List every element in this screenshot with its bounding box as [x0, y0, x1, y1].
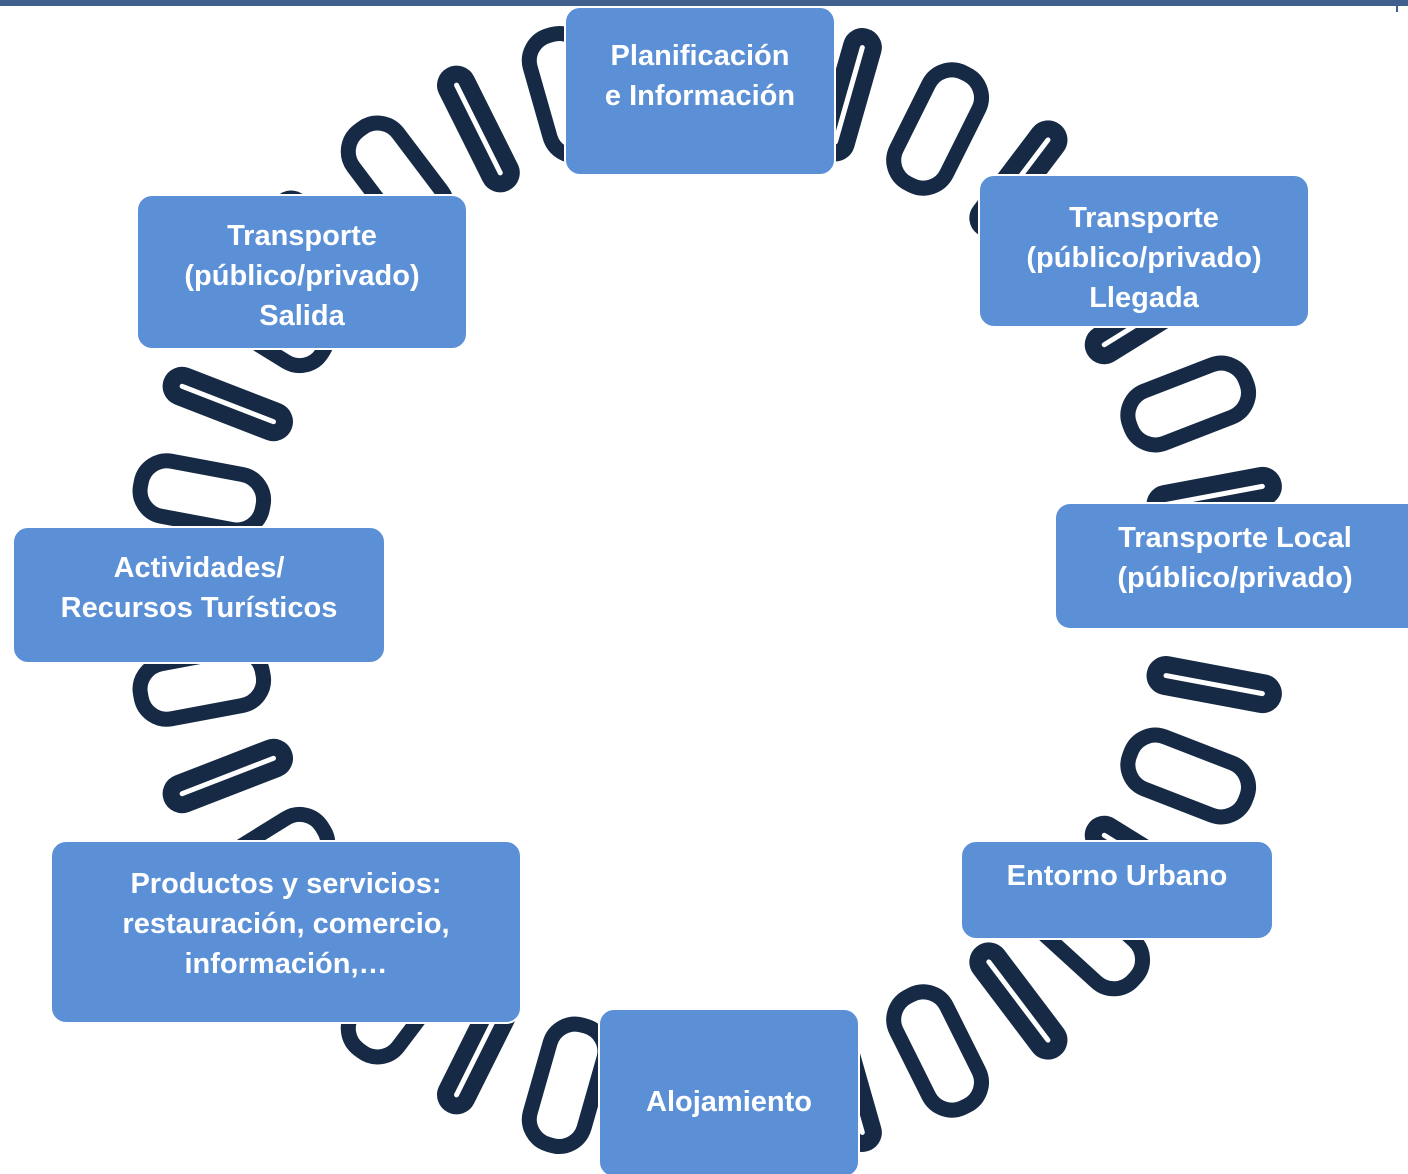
top-rule	[0, 0, 1408, 6]
node-productos-servicios: Productos y servicios: restauración, com…	[50, 840, 522, 1024]
node-productos-servicios-line-1: Productos y servicios:	[130, 868, 442, 900]
node-actividades: Actividades/ Recursos Turísticos	[12, 526, 386, 664]
node-alojamiento-line-1: Alojamiento	[646, 1086, 812, 1118]
node-actividades-line-2: Recursos Turísticos	[60, 592, 338, 624]
chain-link-icon	[1120, 727, 1256, 825]
node-transporte-local: Transporte Local (público/privado)	[1054, 502, 1408, 630]
node-alojamiento: Alojamiento	[598, 1008, 860, 1174]
node-actividades-line-1: Actividades/	[113, 552, 285, 584]
node-transporte-salida-line-2: (público/privado)	[184, 260, 420, 292]
top-rule-tick	[1396, 4, 1398, 12]
chain-link-icon	[1120, 355, 1256, 453]
node-transporte-llegada-line-3: Llegada	[1089, 282, 1199, 314]
chain-link-icon	[521, 1016, 613, 1154]
node-transporte-salida-line-1: Transporte	[227, 220, 377, 252]
node-transporte-llegada: Transporte (público/privado) Llegada	[978, 174, 1310, 328]
node-transporte-llegada-line-2: (público/privado)	[1026, 242, 1262, 274]
node-planificacion: Planificación e Información	[564, 6, 836, 176]
node-planificacion-line-1: Planificación	[610, 40, 790, 72]
chain-link-icon	[886, 62, 989, 196]
node-entorno-urbano: Entorno Urbano	[960, 840, 1274, 940]
chain-link-icon	[1146, 656, 1282, 714]
chain-link-icon	[886, 984, 989, 1118]
node-entorno-urbano-line-1: Entorno Urbano	[1006, 860, 1228, 892]
chain-link-icon	[162, 738, 293, 814]
node-planificacion-line-2: e Información	[604, 80, 796, 112]
node-transporte-salida: Transporte (público/privado) Salida	[136, 194, 468, 350]
chain-link-icon	[437, 65, 520, 193]
chain-link-icon	[132, 453, 272, 538]
node-transporte-local-line-2: (público/privado)	[1117, 562, 1353, 594]
node-productos-servicios-line-2: restauración, comercio,	[122, 908, 450, 940]
node-transporte-salida-line-3: Salida	[259, 300, 345, 332]
node-transporte-local-line-1: Transporte Local	[1118, 522, 1352, 554]
node-transporte-llegada-line-1: Transporte	[1069, 202, 1219, 234]
chain-link-icon	[162, 366, 293, 442]
node-productos-servicios-line-3: información,…	[184, 948, 388, 980]
chain-link-icon	[969, 942, 1068, 1060]
